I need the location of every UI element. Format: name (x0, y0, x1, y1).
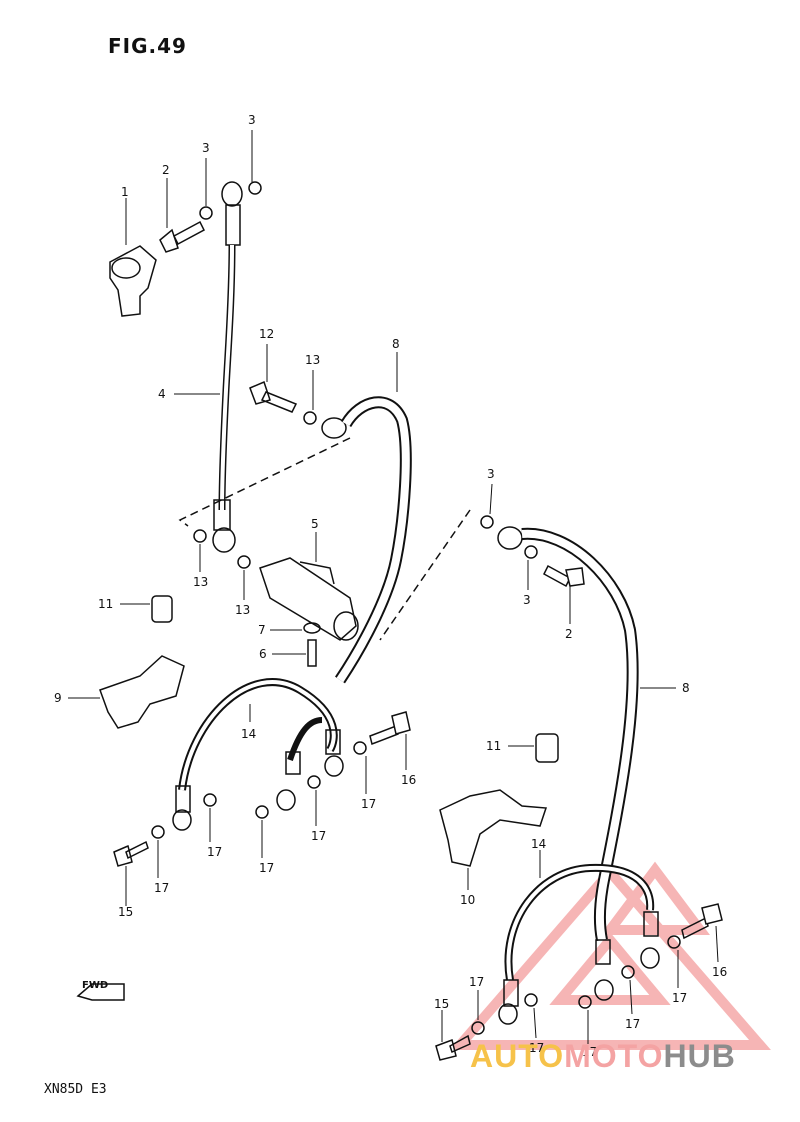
part-3-washer (248, 181, 262, 195)
callout: 11 (486, 739, 501, 753)
part-3-washer (480, 515, 494, 529)
forward-arrow-label: FWD (82, 980, 109, 991)
callout: 3 (523, 593, 531, 607)
callout: 17 (529, 1041, 544, 1055)
part-17-washer (524, 993, 538, 1007)
callout: 13 (235, 603, 250, 617)
callout: 2 (565, 627, 573, 641)
part-4-hose (212, 181, 243, 553)
part-1-cap (109, 245, 157, 317)
callout: 1 (121, 185, 129, 199)
part-11-grommet (151, 595, 173, 623)
watermark-text: AUTOMOTOHUB (470, 1038, 736, 1075)
part-17-washer (353, 741, 367, 755)
part-17-washer (621, 965, 635, 979)
part-7-washer (303, 622, 321, 634)
watermark-part1: AUTO (470, 1038, 565, 1074)
part-2-bolt (543, 564, 585, 588)
callout: 17 (259, 861, 274, 875)
callout: 17 (361, 797, 376, 811)
callout: 3 (202, 141, 210, 155)
part-2-bolt (159, 220, 205, 253)
part-16-bolt (681, 903, 723, 940)
figure-title: FIG.49 (108, 34, 187, 58)
part-17-washer (151, 825, 165, 839)
part-17-washer (471, 1021, 485, 1035)
part-12-bolt (249, 380, 298, 413)
callout: 5 (311, 517, 319, 531)
watermark-triangle-icon (449, 861, 771, 1050)
part-5-joint (259, 557, 359, 641)
part-13-washer (237, 555, 251, 569)
callout: 17 (154, 881, 169, 895)
forward-arrow-icon (76, 983, 125, 1001)
callout: 11 (98, 597, 113, 611)
callout: 13 (193, 575, 208, 589)
part-10-clamp (439, 789, 548, 867)
callout: 17 (672, 991, 687, 1005)
callout: 17 (582, 1045, 597, 1059)
watermark-part2: MOTO (564, 1038, 664, 1074)
callout: 4 (158, 387, 166, 401)
part-9-clamp (99, 655, 185, 729)
callout: 14 (241, 727, 256, 741)
callout: 17 (625, 1017, 640, 1031)
part-8-hose-right (497, 526, 639, 942)
callout: 17 (311, 829, 326, 843)
leader-lines (68, 130, 719, 1044)
callout: 17 (469, 975, 484, 989)
part-15-bolt (113, 840, 149, 867)
part-14-hose-right (498, 863, 660, 1025)
callout: 12 (259, 327, 274, 341)
part-13-washer (303, 411, 317, 425)
callout-labels: 1 2 3 3 4 12 13 8 5 13 13 11 7 6 9 14 17… (54, 113, 727, 1059)
callout: 13 (305, 353, 320, 367)
callout: 15 (118, 905, 133, 919)
part-16-bolt (369, 711, 411, 746)
callout: 8 (392, 337, 400, 351)
callout: 10 (460, 893, 475, 907)
callout: 17 (207, 845, 222, 859)
callout: 16 (712, 965, 727, 979)
part-3-washer (199, 206, 213, 220)
callout: 9 (54, 691, 62, 705)
callout: 8 (682, 681, 690, 695)
callout: 15 (434, 997, 449, 1011)
part-17-washer (307, 775, 321, 789)
callout: 14 (531, 837, 546, 851)
callout: 3 (487, 467, 495, 481)
part-11-grommet (535, 733, 559, 763)
part-17-washer (203, 793, 217, 807)
part-6-bolt (307, 639, 317, 667)
part-17-washer (578, 995, 592, 1009)
callout: 2 (162, 163, 170, 177)
part-8-hose-left (321, 396, 412, 684)
part-3-washer (524, 545, 538, 559)
callout: 16 (401, 773, 416, 787)
part-17-washer (667, 935, 681, 949)
callout: 6 (259, 647, 267, 661)
watermark-part3: HUB (663, 1038, 736, 1074)
part-13-washer (193, 529, 207, 543)
callout: 3 (248, 113, 256, 127)
part-17-washer (255, 805, 269, 819)
part-15-bolt (435, 1034, 471, 1061)
model-code: XN85D E3 (44, 1082, 107, 1097)
callout: 7 (258, 623, 266, 637)
part-14-hose-left (172, 678, 344, 831)
